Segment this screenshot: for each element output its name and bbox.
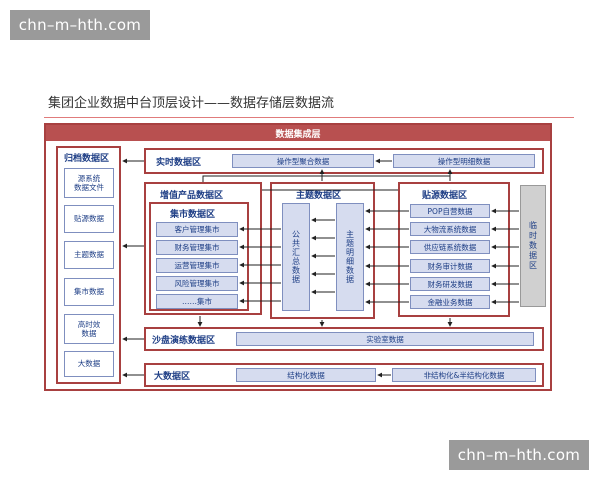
subject-detail-data: 主题明细数据	[336, 203, 364, 311]
mart-region	[149, 202, 249, 311]
subject-public-data: 公共汇总数据	[282, 203, 310, 311]
page-title: 集团企业数据中台顶层设计——数据存储层数据流	[48, 96, 335, 111]
watermark-bottom: chn–m–hth.com	[449, 440, 589, 470]
source-region-label: 贴源数据区	[422, 191, 468, 201]
source-item: 大物流系统数据	[410, 222, 490, 236]
archive-item: 主题数据	[64, 241, 114, 269]
source-item: 金融业务数据	[410, 295, 490, 309]
archive-region-label: 归档数据区	[64, 154, 110, 164]
temp-data-region: 临时数据区	[520, 185, 546, 307]
mart-item: 风险管理集市	[156, 276, 238, 291]
archive-item: 源系统数据文件	[64, 168, 114, 198]
mart-item: 财务管理集市	[156, 240, 238, 255]
source-item: POP自营数据	[410, 204, 490, 218]
realtime-region-label: 实时数据区	[156, 158, 202, 168]
mart-item: ……集市	[156, 294, 238, 309]
mart-item: 客户管理集市	[156, 222, 238, 237]
structured-data: 结构化数据	[236, 368, 376, 382]
source-item: 财务审计数据	[410, 259, 490, 273]
unstructured-data: 非结构化&半结构化数据	[392, 368, 536, 382]
realtime-detail-data: 操作型明细数据	[393, 154, 535, 168]
bigdata-region-label: 大数据区	[154, 372, 191, 382]
source-item: 供应链系统数据	[410, 240, 490, 254]
archive-item: 高时效数据	[64, 314, 114, 344]
connector	[202, 175, 450, 182]
archive-item: 大数据	[64, 351, 114, 377]
mart-item: 运营管理集市	[156, 258, 238, 273]
value-added-region-label: 增值产品数据区	[160, 191, 224, 201]
subject-region-label: 主题数据区	[296, 191, 342, 201]
sandbox-region-label: 沙盘演练数据区	[152, 336, 216, 346]
mart-region-label: 集市数据区	[170, 210, 216, 220]
realtime-agg-data: 操作型聚合数据	[232, 154, 374, 168]
archive-item: 贴源数据	[64, 205, 114, 233]
source-item: 财务研发数据	[410, 277, 490, 291]
title-underline	[44, 117, 574, 118]
integration-layer-header: 数据集成层	[46, 125, 550, 141]
archive-item: 集市数据	[64, 278, 114, 306]
lab-data: 实验室数据	[236, 332, 534, 346]
watermark-top: chn–m–hth.com	[10, 10, 150, 40]
